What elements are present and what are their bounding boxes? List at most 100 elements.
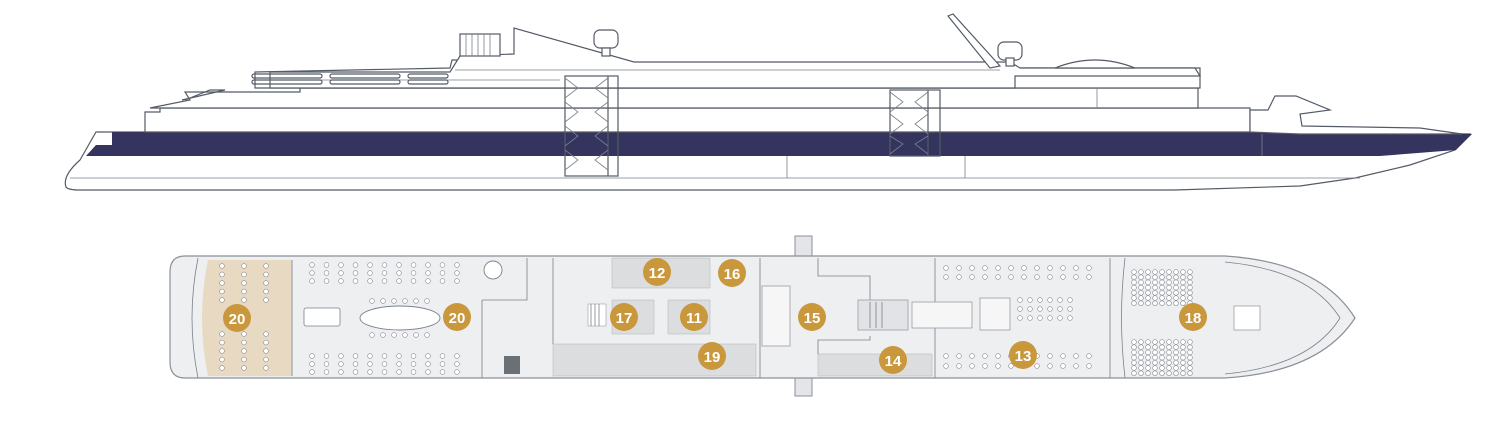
theater-seat <box>1159 284 1165 291</box>
lounge-seat <box>995 363 1001 369</box>
mast <box>947 13 1002 69</box>
theater-seat <box>1131 349 1137 356</box>
theater-seat <box>1138 370 1144 376</box>
dining-seat <box>323 262 330 268</box>
dining-seat <box>381 270 388 276</box>
theater-seat <box>1131 300 1137 306</box>
badge-20-dining-circle <box>443 303 471 331</box>
theater-seat <box>1173 279 1179 286</box>
dining-seat <box>309 262 315 268</box>
dining-seat <box>309 278 315 284</box>
lounge-seat <box>1060 274 1066 280</box>
theater-seat <box>1159 365 1165 371</box>
badge-12[interactable]: 12 <box>643 258 671 286</box>
room-19 <box>552 343 757 377</box>
badge-17[interactable]: 17 <box>610 303 638 331</box>
dining-seat <box>381 361 388 367</box>
theater-seat <box>1159 354 1165 361</box>
theater-seat <box>1152 274 1158 280</box>
lounge-seat <box>995 274 1001 280</box>
dining-seat <box>396 361 402 367</box>
badge-16-label: 16 <box>724 266 741 283</box>
theater-seat <box>1159 344 1165 350</box>
dining-seat <box>410 262 417 268</box>
theater-seat <box>1138 269 1144 275</box>
badge-20-dining[interactable]: 20 <box>443 303 471 331</box>
dining-seat <box>425 270 431 276</box>
theater-seat <box>1145 349 1151 356</box>
lounge-seat <box>956 363 962 369</box>
theater-seat <box>1152 349 1158 356</box>
dining-seat <box>425 278 431 284</box>
theater-seat <box>1152 365 1158 371</box>
badge-19[interactable]: 19 <box>698 342 726 370</box>
dining-seat <box>352 262 359 268</box>
lounge-seat <box>1047 306 1053 312</box>
dining-seat <box>425 369 431 375</box>
hull-stripe <box>86 132 1472 156</box>
badge-20-stern[interactable]: 20 <box>223 304 251 332</box>
theater-seat <box>1173 354 1179 361</box>
room-14 <box>817 353 933 377</box>
theater-seat <box>1152 269 1158 275</box>
dining-seat <box>381 262 388 268</box>
long-dining-table <box>359 305 441 331</box>
badge-15-label: 15 <box>804 310 821 327</box>
badge-11-label: 11 <box>686 310 702 327</box>
badge-16[interactable]: 16 <box>718 259 746 287</box>
stern-seat <box>241 331 247 337</box>
theater-seat <box>1180 360 1186 366</box>
theater-seat <box>1159 360 1165 366</box>
dining-seat <box>454 353 460 359</box>
badge-18[interactable]: 18 <box>1179 303 1207 331</box>
lounge-seat <box>943 265 949 271</box>
dining-seat <box>323 353 330 359</box>
dining-seat <box>413 298 419 304</box>
lounge-seat <box>1027 297 1033 303</box>
badge-18-circle <box>1179 303 1207 331</box>
badge-17-circle <box>610 303 638 331</box>
theater-seat <box>1173 370 1179 376</box>
theater-seat <box>1173 344 1179 350</box>
theater-seat <box>1187 365 1193 371</box>
badge-11[interactable]: 11 <box>680 303 708 331</box>
badge-16-circle <box>718 259 746 287</box>
theater-seat <box>1166 354 1172 361</box>
theater-seat <box>1131 269 1137 275</box>
lounge-seat <box>1027 315 1033 321</box>
lounge-seat <box>982 265 988 271</box>
theater-seat <box>1152 279 1158 286</box>
stern-seat <box>219 263 225 269</box>
stern-seat <box>263 356 269 363</box>
stern-seat <box>263 348 269 354</box>
theater-seat <box>1145 365 1151 371</box>
lounge-seat <box>1067 315 1073 321</box>
stern-seat <box>241 365 247 371</box>
lounge-seat <box>1008 274 1014 280</box>
dining-seat <box>396 353 402 359</box>
dining-seat <box>338 361 344 367</box>
round-table <box>483 260 503 280</box>
theater-seat <box>1173 300 1179 306</box>
dining-seat <box>410 270 417 276</box>
lounge-seat <box>995 265 1001 271</box>
theater-seat <box>1138 274 1144 280</box>
badge-14[interactable]: 14 <box>879 346 907 374</box>
dining-seat <box>367 353 373 359</box>
theater-seat <box>1187 339 1193 345</box>
theater-seat <box>1138 290 1144 296</box>
lounge-seat <box>1008 363 1014 369</box>
lounge-seat <box>1047 297 1053 303</box>
stern-seat <box>263 331 269 337</box>
dining-seat <box>381 369 388 375</box>
badge-15[interactable]: 15 <box>798 303 826 331</box>
theater-seat <box>1187 349 1193 356</box>
theater-seat <box>1180 300 1186 306</box>
badge-17-label: 17 <box>616 310 633 327</box>
badge-13[interactable]: 13 <box>1009 341 1037 369</box>
theater-seat <box>1131 279 1137 286</box>
theater-seat <box>1138 300 1144 306</box>
lounge-seat <box>1086 353 1092 359</box>
theater-seat <box>1180 295 1186 301</box>
theater-seat <box>1159 370 1165 376</box>
